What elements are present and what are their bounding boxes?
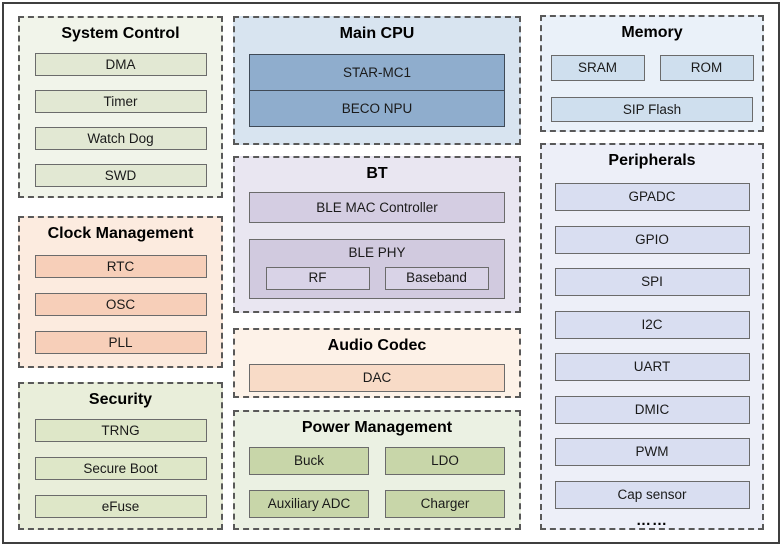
block-secure-boot: Secure Boot (34, 457, 207, 480)
audio-codec-items: DAC (235, 364, 519, 392)
block-sip-flash: SIP Flash (551, 97, 753, 122)
block-rtc: RTC (34, 255, 207, 278)
panel-peripherals-title: Peripherals (608, 152, 696, 169)
block-baseband: Baseband (384, 266, 489, 290)
block-uart: UART (554, 353, 750, 381)
panel-clock-management-title: Clock Management (47, 225, 194, 242)
block-spi: SPI (554, 268, 750, 296)
block-dma: DMA (34, 53, 207, 76)
block-swd: SWD (34, 164, 207, 187)
block-charger: Charger (385, 490, 505, 518)
block-auxiliary-adc: Auxiliary ADC (249, 490, 369, 518)
main-cpu-items: STAR-MC1 BECO NPU (235, 54, 519, 127)
block-dmic: DMIC (554, 395, 750, 424)
block-rf: RF (265, 266, 370, 290)
block-buck: Buck (249, 447, 369, 475)
block-cap-sensor: Cap sensor (554, 480, 750, 509)
panel-audio-codec-title: Audio Codec (327, 337, 427, 354)
panel-bt-title: BT (366, 165, 388, 182)
block-trng: TRNG (34, 419, 207, 442)
peripherals-ellipsis: …… (636, 511, 668, 529)
block-pwm: PWM (554, 438, 750, 466)
security-items: TRNG Secure Boot eFuse (20, 419, 221, 518)
block-rom: ROM (659, 55, 754, 81)
block-dac: DAC (249, 364, 505, 392)
block-watch-dog: Watch Dog (34, 127, 207, 150)
panel-main-cpu: Main CPU STAR-MC1 BECO NPU (233, 16, 521, 145)
block-i2c: I2C (554, 310, 750, 339)
block-timer: Timer (34, 90, 207, 113)
panel-main-cpu-title: Main CPU (339, 25, 415, 42)
block-sram: SRAM (550, 55, 645, 81)
panel-clock-management: Clock Management RTC OSC PLL (18, 216, 223, 368)
panel-security: Security TRNG Secure Boot eFuse (18, 382, 223, 530)
panel-peripherals: Peripherals GPADC GPIO SPI I2C UART DMIC… (540, 143, 764, 530)
panel-memory-title: Memory (621, 24, 683, 41)
clock-management-items: RTC OSC PLL (20, 255, 221, 354)
system-control-items: DMA Timer Watch Dog SWD (20, 53, 221, 187)
panel-system-control: System Control DMA Timer Watch Dog SWD (18, 16, 223, 198)
peripherals-items: GPADC GPIO SPI I2C UART DMIC PWM Cap sen… (542, 183, 762, 509)
block-osc: OSC (34, 293, 207, 316)
block-ble-mac-controller: BLE MAC Controller (249, 192, 505, 223)
block-ble-phy-title: BLE PHY (348, 245, 406, 260)
block-beco-npu: BECO NPU (249, 90, 505, 127)
panel-security-title: Security (88, 391, 153, 408)
block-ble-phy: BLE PHY RF Baseband (249, 239, 505, 299)
panel-audio-codec: Audio Codec DAC (233, 328, 521, 398)
panel-system-control-title: System Control (61, 25, 180, 42)
block-ldo: LDO (385, 447, 505, 475)
block-pll: PLL (34, 331, 207, 354)
power-management-items: Buck LDO Auxiliary ADC Charger (235, 447, 519, 518)
block-efuse: eFuse (34, 495, 207, 518)
memory-items-row: SRAM ROM (542, 55, 762, 81)
panel-power-management-title: Power Management (301, 419, 453, 436)
block-gpio: GPIO (554, 225, 750, 254)
block-star-mc1: STAR-MC1 (249, 54, 505, 91)
ble-phy-items: RF Baseband (250, 266, 504, 290)
panel-bt: BT BLE MAC Controller BLE PHY RF Baseban… (233, 156, 521, 313)
panel-power-management: Power Management Buck LDO Auxiliary ADC … (233, 410, 521, 530)
block-gpadc: GPADC (554, 183, 750, 211)
panel-memory: Memory SRAM ROM SIP Flash (540, 15, 764, 132)
